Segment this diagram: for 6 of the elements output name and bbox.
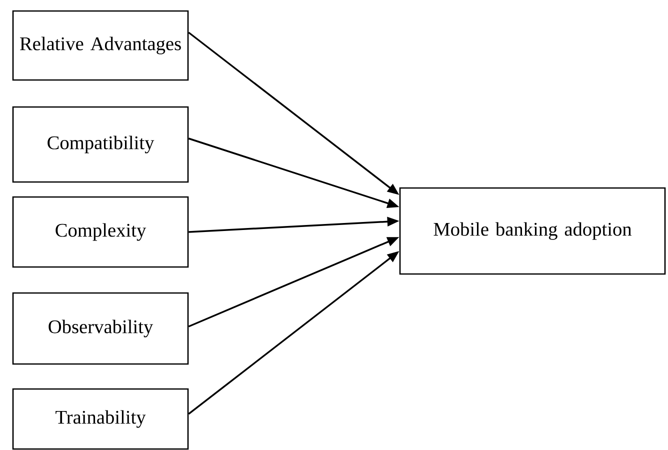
- process-box: Relative Advantages: [12, 10, 189, 81]
- process-box: Observability: [12, 292, 189, 365]
- process-box: Mobile banking adoption: [399, 187, 666, 275]
- process-box: Trainability: [12, 388, 189, 450]
- process-box: Complexity: [12, 196, 189, 268]
- process-box: Compatibility: [12, 106, 189, 183]
